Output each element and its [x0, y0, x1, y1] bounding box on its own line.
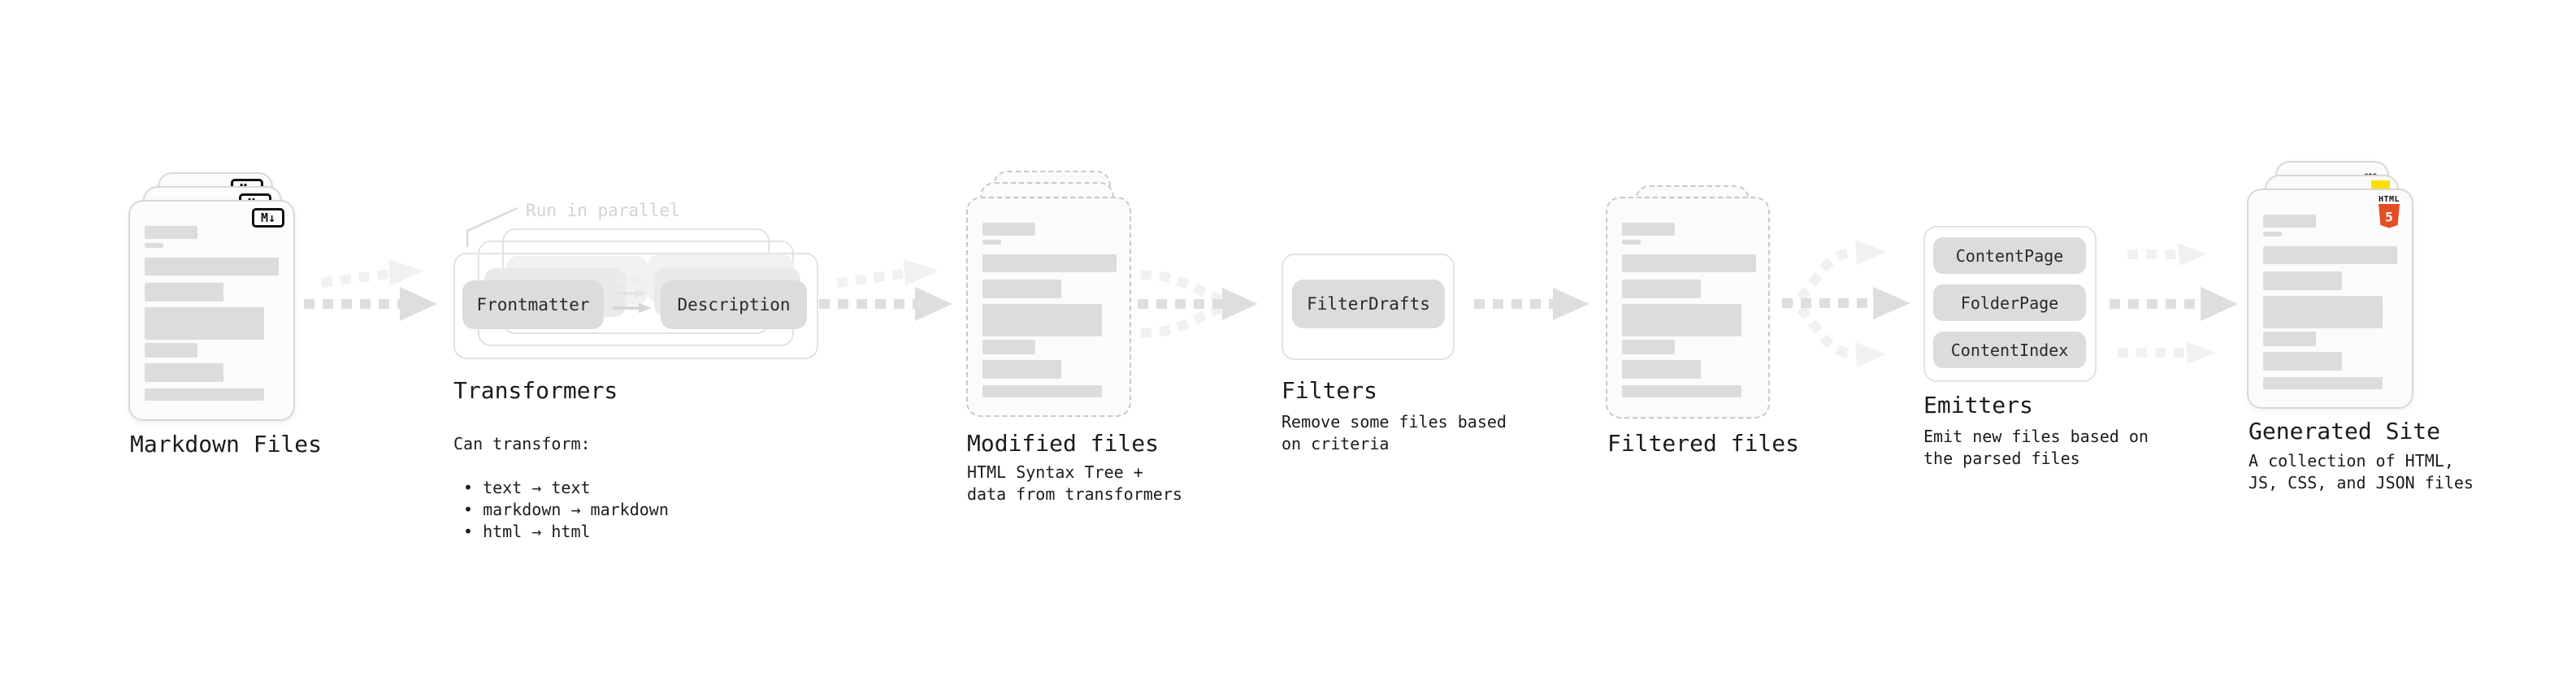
markdown-doc-front: M↓ — [128, 200, 295, 421]
bullet-text-to-text: • text → text — [463, 478, 591, 497]
filterdrafts-chip: FilterDrafts — [1292, 280, 1445, 328]
bullet-html-to-html: • html → html — [463, 522, 591, 541]
filtered-doc-front — [1606, 197, 1770, 419]
markdown-icon: M↓ — [252, 208, 284, 228]
modified-files-label: Modified files — [967, 430, 1160, 457]
generated-doc-html: HTML 5 — [2247, 189, 2413, 409]
arrow-modified-to-filters-merge — [1138, 270, 1258, 338]
html5-shield: 5 — [2379, 204, 2400, 228]
svg-text:5: 5 — [2385, 210, 2393, 225]
transformers-caption-title: Can transform: — [453, 434, 591, 453]
doc-content-placeholder — [2263, 190, 2397, 389]
arrow-emitters-to-generated — [2110, 243, 2238, 364]
generated-site-caption: A collection of HTML, JS, CSS, and JSON … — [2249, 451, 2474, 492]
filters-label: Filters — [1281, 377, 1378, 404]
markdown-files-label: Markdown Files — [130, 431, 323, 458]
folderpage-chip: FolderPage — [1933, 284, 2086, 321]
transformers-label: Transformers — [453, 377, 618, 404]
frontmatter-to-description-arrows — [613, 276, 652, 313]
transformer-run-box-front — [453, 253, 818, 359]
frontmatter-chip: Frontmatter — [462, 280, 604, 329]
filtered-files-label: Filtered files — [1607, 430, 1800, 457]
filters-box — [1281, 254, 1455, 360]
description-chip: Description — [661, 280, 807, 329]
contentpage-chip: ContentPage — [1933, 237, 2086, 274]
arrow-transformers-to-modified — [819, 259, 952, 321]
emitters-label: Emitters — [1923, 392, 2033, 419]
contentindex-chip: ContentIndex — [1933, 332, 2086, 368]
run-in-parallel-note: Run in parallel — [526, 201, 680, 220]
bullet-markdown-to-markdown: • markdown → markdown — [463, 500, 669, 519]
transformers-caption: Can transform: • text → text • markdown … — [453, 411, 669, 565]
html5-icon: HTML 5 — [2377, 195, 2401, 232]
arrow-filters-to-filtered — [1474, 288, 1589, 320]
generated-site-label: Generated Site — [2249, 418, 2441, 445]
arrow-markdown-to-transformers — [304, 259, 437, 321]
modified-doc-front — [966, 197, 1131, 417]
transformers-bullets: • text → text • markdown → markdown • ht… — [453, 477, 669, 543]
filters-caption: Remove some files based on criteria — [1281, 412, 1507, 453]
emitters-caption: Emit new files based on the parsed files — [1923, 427, 2149, 468]
doc-content-placeholder — [1622, 198, 1756, 397]
js-icon — [2371, 180, 2390, 190]
emitters-box — [1923, 226, 2097, 382]
doc-content-placeholder — [982, 198, 1117, 397]
arrow-filtered-to-emitters-split — [1781, 240, 1910, 367]
run-in-parallel-callout-line — [466, 206, 518, 247]
modified-files-caption: HTML Syntax Tree + data from transformer… — [967, 462, 1182, 504]
doc-content-placeholder — [145, 202, 279, 401]
